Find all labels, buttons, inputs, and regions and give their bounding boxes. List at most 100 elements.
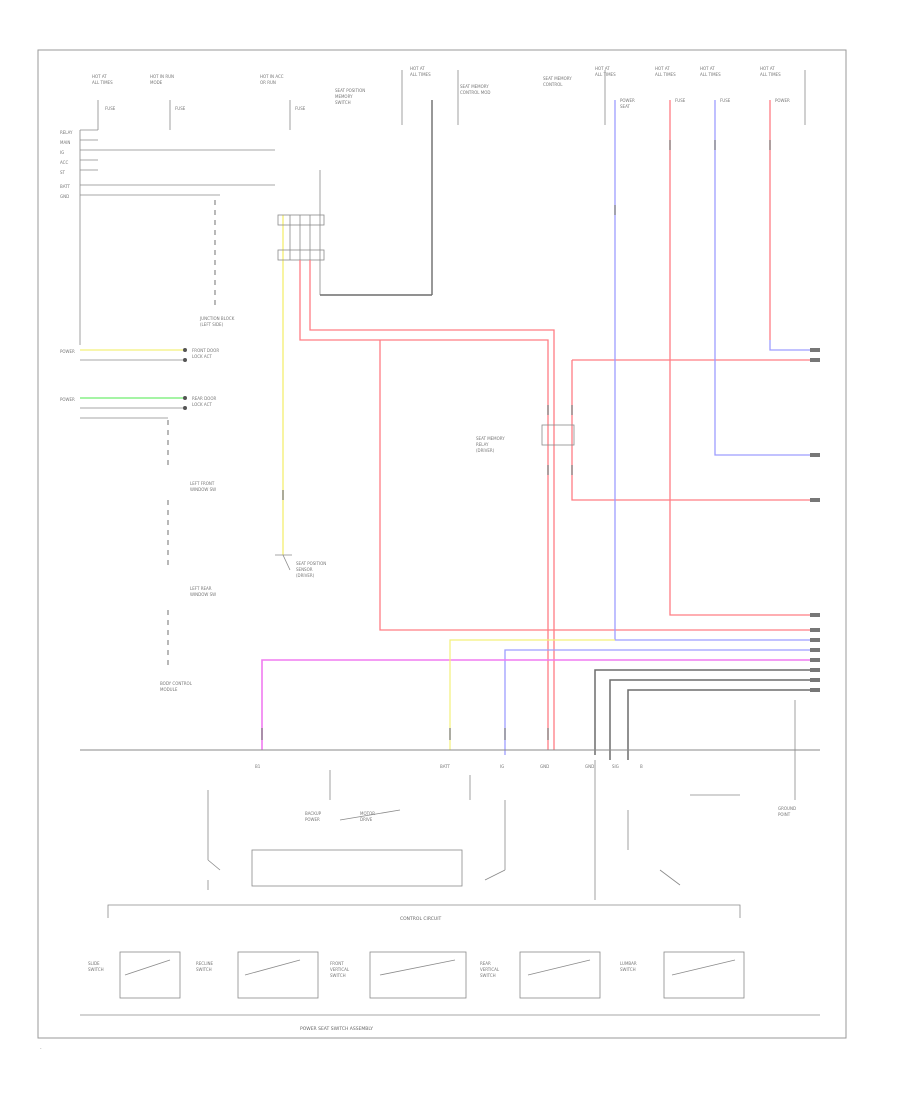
svg-text:REAR: REAR	[480, 961, 491, 966]
svg-text:FUSE: FUSE	[175, 106, 186, 111]
page-number: -	[40, 1046, 42, 1051]
svg-text:ALL TIMES: ALL TIMES	[760, 72, 781, 77]
svg-text:HOT IN RUN: HOT IN RUN	[150, 74, 174, 79]
control-circuit-label: CONTROL CIRCUIT	[400, 916, 442, 922]
yellow-lower-wire	[449, 639, 615, 750]
svg-text:ALL TIMES: ALL TIMES	[655, 72, 676, 77]
svg-text:LEFT REAR: LEFT REAR	[190, 586, 212, 591]
bottom-switch-labels: SLIDE SWITCH RECLINE SWITCH FRONT VERTIC…	[88, 961, 637, 978]
svg-text:FRONT: FRONT	[330, 961, 344, 966]
svg-text:SWITCH: SWITCH	[196, 967, 212, 972]
svg-text:MODULE: MODULE	[160, 687, 178, 692]
svg-text:GND: GND	[540, 764, 549, 769]
svg-text:CONTROL: CONTROL	[543, 82, 563, 87]
svg-text:HOT AT: HOT AT	[655, 66, 670, 71]
svg-text:ALL TIMES: ALL TIMES	[92, 80, 113, 85]
svg-text:B1: B1	[255, 764, 261, 769]
svg-text:ALL TIMES: ALL TIMES	[410, 72, 431, 77]
svg-text:SIG: SIG	[612, 764, 619, 769]
svg-text:HOT AT: HOT AT	[92, 74, 107, 79]
svg-text:LOCK ACT: LOCK ACT	[192, 354, 212, 359]
svg-text:MOTOR: MOTOR	[360, 811, 375, 816]
svg-text:SEAT POSITION: SEAT POSITION	[296, 561, 326, 566]
svg-text:BATT: BATT	[440, 764, 451, 769]
svg-text:FRONT DOOR: FRONT DOOR	[192, 348, 219, 353]
wire-markers	[261, 140, 771, 740]
svg-text:WINDOW SW: WINDOW SW	[190, 487, 216, 492]
svg-text:POWER: POWER	[775, 98, 790, 103]
svg-text:WINDOW SW: WINDOW SW	[190, 592, 216, 597]
left-dashed-connection	[167, 200, 216, 670]
module-internals	[207, 700, 796, 900]
svg-text:ALL TIMES: ALL TIMES	[595, 72, 616, 77]
svg-text:ACC: ACC	[60, 160, 68, 165]
svg-text:POWER: POWER	[60, 397, 75, 402]
svg-text:HOT AT: HOT AT	[410, 66, 425, 71]
svg-text:CONTROL MOD: CONTROL MOD	[460, 90, 490, 95]
svg-text:B: B	[640, 764, 643, 769]
svg-text:HOT IN ACC: HOT IN ACC	[260, 74, 284, 79]
svg-text:MODE: MODE	[150, 80, 163, 85]
bottom-switch-modules	[119, 951, 745, 999]
svg-text:SWITCH: SWITCH	[330, 973, 346, 978]
svg-text:BATT: BATT	[60, 184, 71, 189]
svg-text:RECLINE: RECLINE	[196, 961, 214, 966]
svg-text:SEAT MEMORY: SEAT MEMORY	[543, 76, 572, 81]
svg-text:(LEFT SIDE): (LEFT SIDE)	[200, 322, 224, 327]
svg-text:VERTICAL: VERTICAL	[330, 967, 350, 972]
dark-wire-harness	[594, 669, 812, 760]
svg-text:SEAT MEMORY: SEAT MEMORY	[460, 84, 489, 89]
top-left-fuse-group	[79, 100, 291, 345]
svg-text:GROUND: GROUND	[778, 806, 796, 811]
svg-text:LEFT FRONT: LEFT FRONT	[190, 481, 215, 486]
svg-text:BODY CONTROL: BODY CONTROL	[160, 681, 193, 686]
svg-text:BACKUP: BACKUP	[305, 811, 322, 816]
svg-text:SWITCH: SWITCH	[88, 967, 104, 972]
svg-text:DRIVE: DRIVE	[360, 817, 373, 822]
svg-text:VERTICAL: VERTICAL	[480, 967, 500, 972]
svg-text:POWER: POWER	[60, 349, 75, 354]
svg-text:GND: GND	[585, 764, 594, 769]
svg-text:GND: GND	[60, 194, 69, 199]
svg-text:RELAY: RELAY	[60, 130, 73, 135]
svg-text:HOT AT: HOT AT	[700, 66, 715, 71]
top-connector-block	[277, 100, 433, 296]
svg-text:REAR DOOR: REAR DOOR	[192, 396, 216, 401]
svg-text:POINT: POINT	[778, 812, 791, 817]
svg-text:(DRIVER): (DRIVER)	[476, 448, 495, 453]
module-pin-labels: B1 BATT IG GND GND SIG B	[255, 764, 643, 769]
right-terminal-stubs	[810, 348, 820, 692]
svg-text:SLIDE: SLIDE	[88, 961, 100, 966]
svg-text:SEAT POSITION: SEAT POSITION	[335, 88, 365, 93]
svg-text:OR RUN: OR RUN	[260, 80, 276, 85]
svg-text:FUSE: FUSE	[295, 106, 306, 111]
module-internal-labels: BACKUP POWER MOTOR DRIVE GROUND POINT	[305, 806, 796, 822]
svg-text:SWITCH: SWITCH	[335, 100, 351, 105]
svg-text:LOCK ACT: LOCK ACT	[192, 402, 212, 407]
svg-text:(DRIVER): (DRIVER)	[296, 573, 315, 578]
svg-text:FUSE: FUSE	[675, 98, 686, 103]
svg-text:JUNCTION BLOCK: JUNCTION BLOCK	[199, 316, 235, 321]
footer-assembly-label: POWER SEAT SWITCH ASSEMBLY	[300, 1026, 373, 1032]
control-circuit-bracket	[107, 904, 741, 918]
top-left-labels: HOT AT ALL TIMES HOT IN RUN MODE HOT IN …	[60, 74, 306, 199]
svg-text:FUSE: FUSE	[105, 106, 116, 111]
svg-text:POWER: POWER	[305, 817, 320, 822]
left-connector-rows: POWER POWER FRONT DOOR LOCK ACT REAR DOO…	[60, 348, 219, 419]
blue-wire-harness	[504, 100, 812, 755]
svg-text:IG: IG	[60, 150, 64, 155]
svg-text:SWITCH: SWITCH	[620, 967, 636, 972]
svg-text:SWITCH: SWITCH	[480, 973, 496, 978]
upper-right-labels: SEAT MEMORY CONTROL HOT AT ALL TIMES HOT…	[543, 66, 790, 109]
center-junction: SEAT MEMORY RELAY (DRIVER)	[476, 424, 575, 453]
svg-text:MAIN: MAIN	[60, 140, 70, 145]
svg-text:HOT AT: HOT AT	[760, 66, 775, 71]
svg-text:LUMBAR: LUMBAR	[620, 961, 637, 966]
svg-text:MEMORY: MEMORY	[335, 94, 353, 99]
svg-text:IG: IG	[500, 764, 504, 769]
svg-text:RELAY: RELAY	[476, 442, 489, 447]
svg-text:HOT AT: HOT AT	[595, 66, 610, 71]
svg-text:ALL TIMES: ALL TIMES	[700, 72, 721, 77]
svg-text:SENSOR: SENSOR	[296, 567, 313, 572]
